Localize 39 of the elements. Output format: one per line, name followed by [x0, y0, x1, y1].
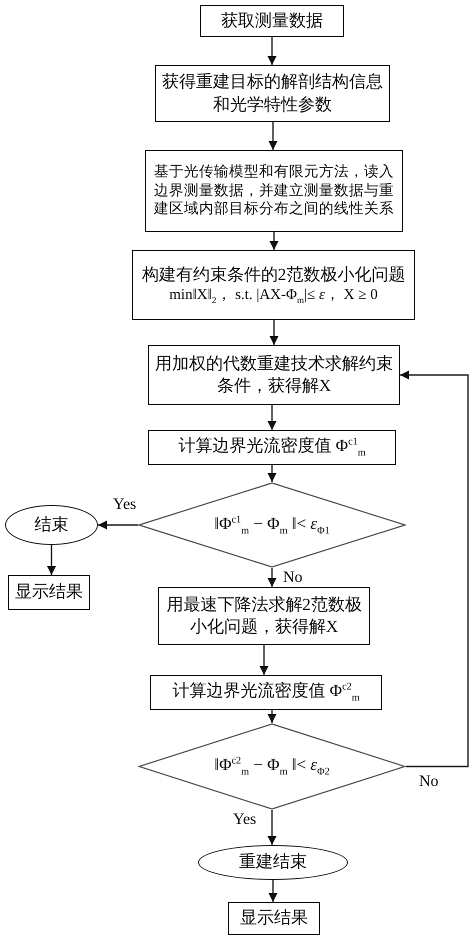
process-box: [132, 250, 415, 320]
arrow: [260, 645, 268, 675]
step-text: 显示结果: [15, 581, 83, 604]
step-text: 基于光传输模型和有限元方法，读入边界测量数据，并建立测量数据与重建区域内部目标分布之间的线性关系: [152, 162, 395, 220]
formula-text: min‖X‖$_{2}$， s.t. |AX-Φ$_{m}$|≤ ε， X ≥ 0: [169, 286, 378, 306]
step-text: 结束: [34, 514, 68, 536]
step-text: 显示结果: [240, 907, 308, 930]
process-box: [155, 65, 390, 122]
process-box: [8, 575, 90, 610]
step-text: 用加权的代数重建技术求解约束条件，获得解X: [155, 352, 393, 397]
step-text: 获得重建目标的解剖结构信息和光学特性参数: [162, 71, 383, 116]
arrow: [268, 710, 276, 723]
arrow: [268, 37, 276, 65]
arrow: [268, 568, 276, 587]
process-box: [145, 150, 403, 232]
process-box: [150, 675, 382, 710]
step-text: 获取测量数据: [221, 10, 323, 32]
process-box: [158, 587, 370, 645]
decision-diamond: [138, 482, 406, 568]
arrow: [268, 405, 276, 430]
condition-formula: ‖Φ$^{c2}$$_{m}$ − Φ$_{m}$ ‖< ε$_{Φ2}$: [214, 754, 330, 779]
arrow: [268, 122, 278, 150]
condition-formula: ‖Φ$^{c1}$$_{m}$ − Φ$_{m}$ ‖< ε$_{Φ1}$: [214, 512, 330, 538]
arrow: [268, 810, 276, 845]
decision-diamond: [138, 723, 406, 810]
arrow: [98, 520, 138, 530]
step-text: 构建有约束条件的2范数极小化问题: [142, 264, 406, 286]
arrow: [47, 545, 56, 575]
arrow: [270, 320, 278, 345]
arrow: [268, 465, 276, 482]
step-text: 重建结束: [239, 851, 307, 874]
arrow: [400, 370, 469, 768]
arrow: [268, 880, 278, 902]
arrow: [270, 232, 278, 250]
process-box: [148, 430, 396, 465]
process-box: [148, 345, 400, 405]
step-text: 用最速下降法求解2范数极小化问题，获得解X: [165, 594, 363, 638]
process-box: [200, 5, 344, 37]
process-box: [228, 902, 320, 935]
